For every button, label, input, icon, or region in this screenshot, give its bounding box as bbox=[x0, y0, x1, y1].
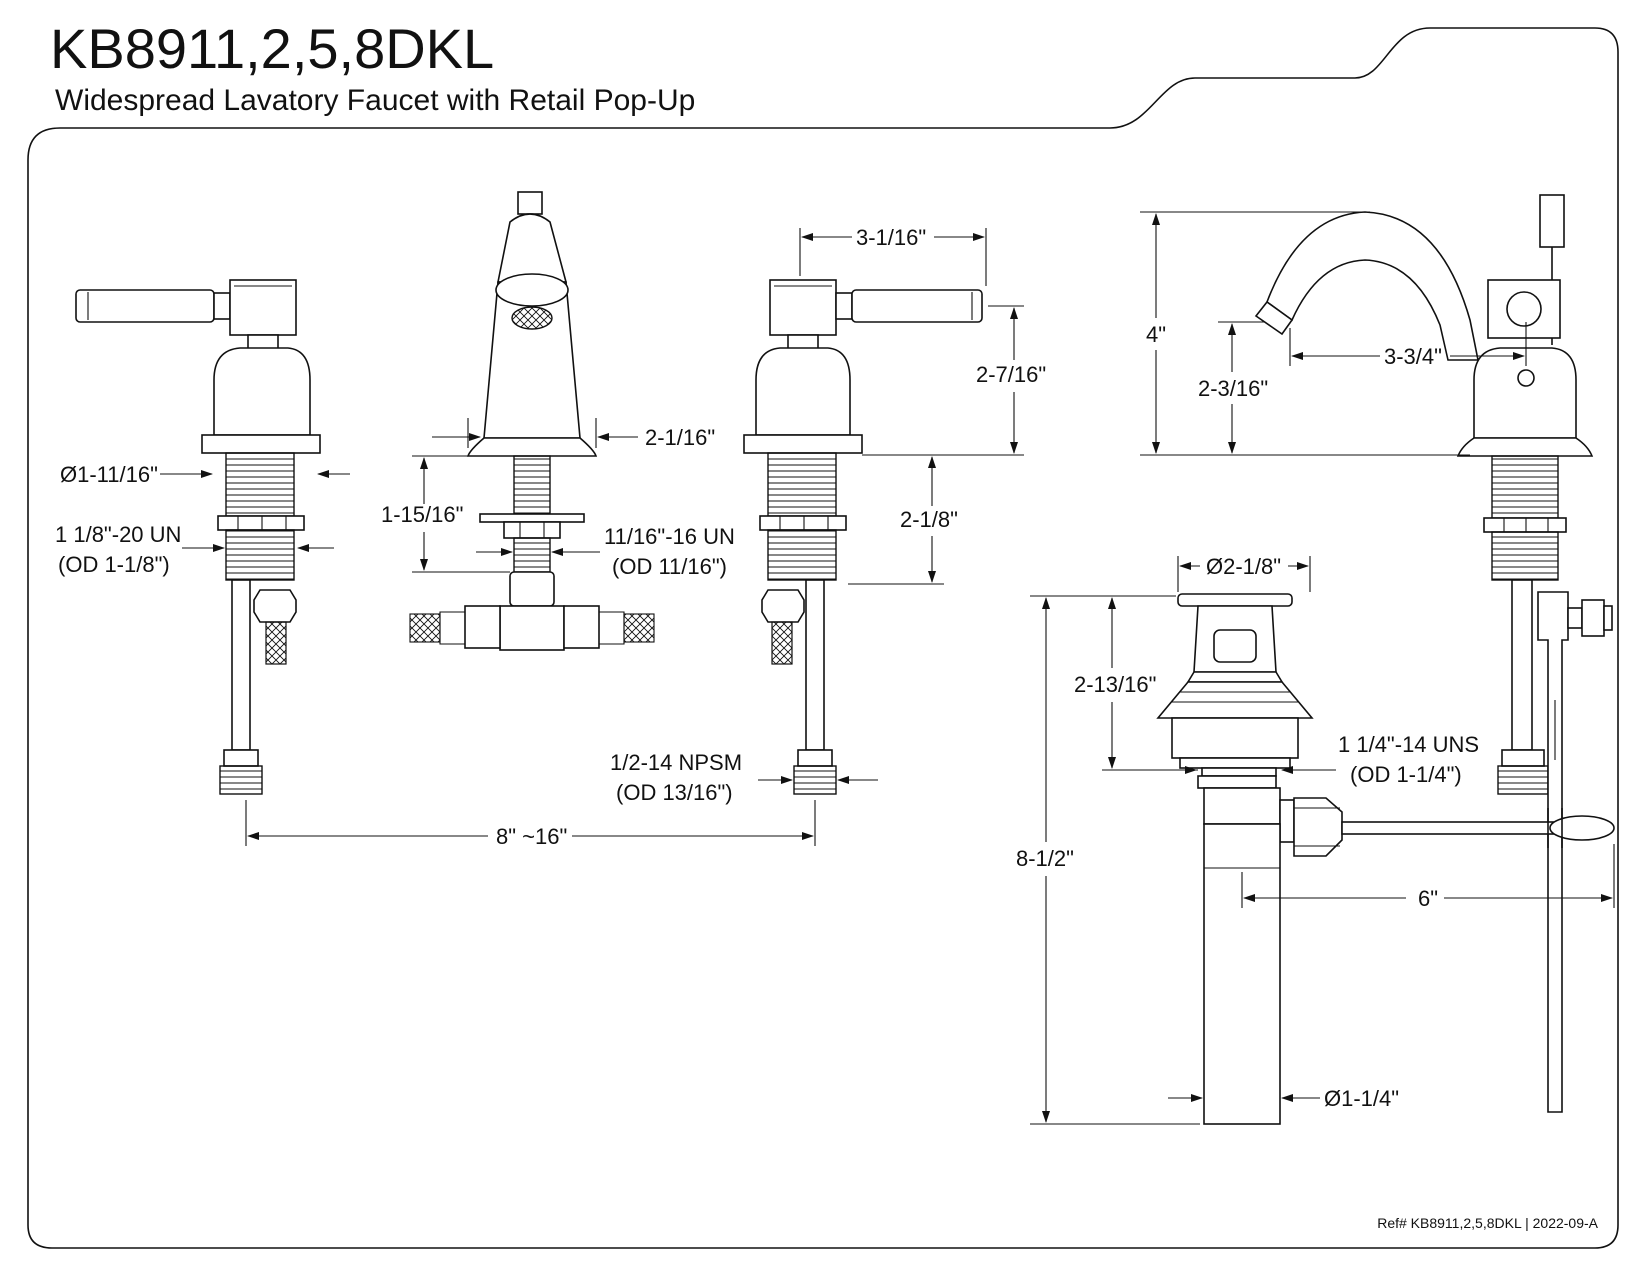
reference-number: Ref# KB8911,2,5,8DKL | 2022-09-A bbox=[1377, 1215, 1598, 1231]
label-supply-thread-2: (OD 13/16") bbox=[616, 780, 733, 805]
drawing-frame bbox=[27, 27, 1619, 1249]
model-number: KB8911,2,5,8DKL bbox=[50, 17, 494, 80]
label-drain-body-height: 2-13/16" bbox=[1074, 672, 1156, 697]
label-spout-base-width: 2-1/16" bbox=[645, 425, 715, 450]
label-pop-rod-length: 6" bbox=[1418, 886, 1438, 911]
label-spout-thread-1: 11/16"-16 UN bbox=[604, 524, 735, 549]
label-lever-height: 2-7/16" bbox=[976, 362, 1046, 387]
label-supply-thread-1: 1/2-14 NPSM bbox=[610, 750, 742, 775]
label-handle-thread-2: (OD 1-1/8") bbox=[58, 552, 170, 577]
label-spout-thread-2: (OD 11/16") bbox=[612, 554, 727, 579]
spout-side-view bbox=[1254, 194, 1613, 1113]
label-handle-thread-1: 1 1/8"-20 UN bbox=[55, 522, 181, 547]
label-spout-height: 4" bbox=[1146, 322, 1166, 347]
label-handle-flange-dia: Ø1-11/16" bbox=[60, 462, 158, 487]
label-drain-thread-2: (OD 1-1/4") bbox=[1350, 762, 1462, 787]
label-center-spread: 8" ~16" bbox=[496, 824, 567, 849]
label-spout-outlet-height: 2-3/16" bbox=[1198, 376, 1268, 401]
spout-front-view bbox=[409, 191, 655, 651]
dimension-lines bbox=[160, 211, 1615, 1125]
left-handle-valve bbox=[75, 279, 321, 795]
label-lever-reach: 3-1/16" bbox=[856, 225, 926, 250]
label-drain-total-height: 8-1/2" bbox=[1016, 846, 1074, 871]
product-subtitle: Widespread Lavatory Faucet with Retail P… bbox=[55, 84, 695, 117]
right-handle-valve bbox=[743, 279, 983, 795]
pop-up-drain bbox=[1156, 593, 1615, 1125]
dimension-labels: Ø1-11/16" 1 1/8"-20 UN (OD 1-1/8") 2-1/1… bbox=[55, 225, 1479, 1111]
label-shank-length: 2-1/8" bbox=[900, 507, 958, 532]
label-spout-reach: 3-3/4" bbox=[1384, 344, 1442, 369]
label-spout-shank-length: 1-15/16" bbox=[381, 502, 463, 527]
label-drain-thread-1: 1 1/4"-14 UNS bbox=[1338, 732, 1479, 757]
label-drain-flange-dia: Ø2-1/8" bbox=[1206, 554, 1281, 579]
label-tailpiece-dia: Ø1-1/4" bbox=[1324, 1086, 1399, 1111]
